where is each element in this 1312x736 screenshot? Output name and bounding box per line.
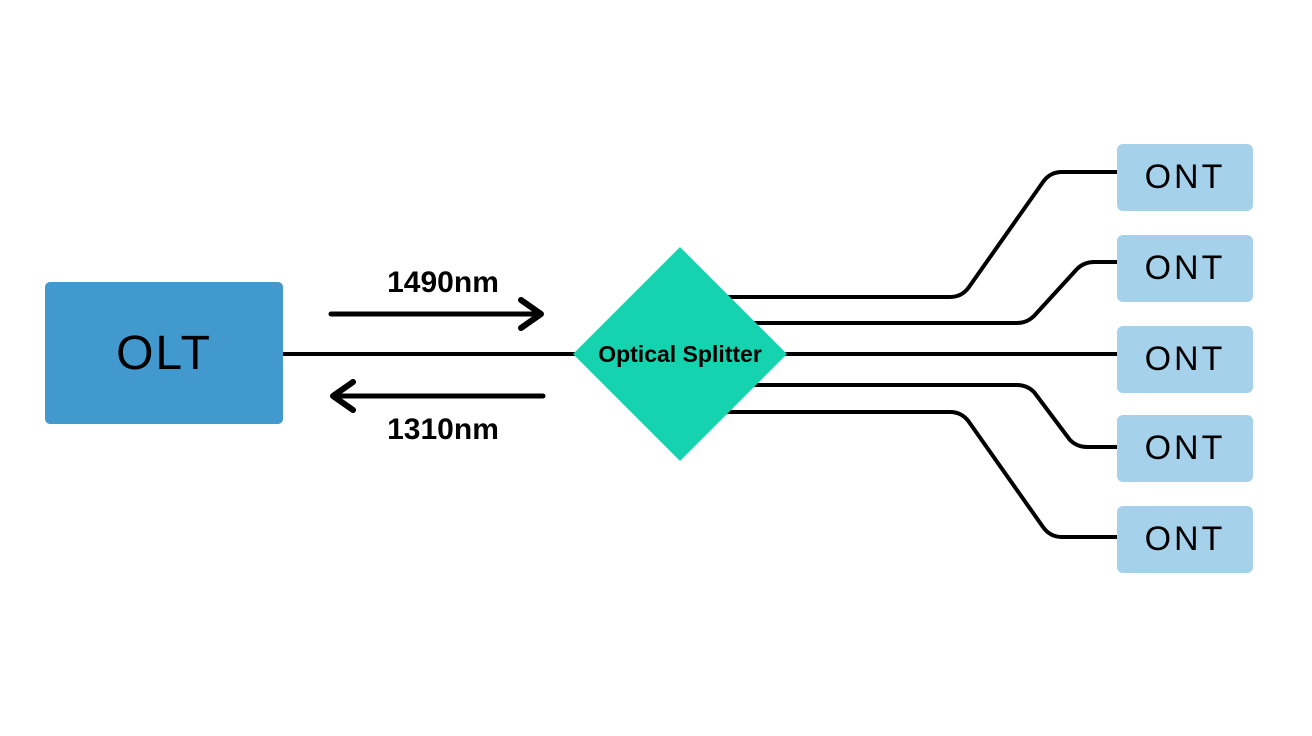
ont-node-2: ONT — [1117, 235, 1253, 302]
connector-line-ont-1 — [678, 170, 1119, 299]
ont-node-3: ONT — [1117, 326, 1253, 393]
ont-node-1: ONT — [1117, 144, 1253, 211]
optical-splitter-label: Optical Splitter — [598, 340, 762, 367]
ont-node-4: ONT — [1117, 415, 1253, 482]
downstream-arrow-head-icon — [518, 297, 544, 331]
connector-line-ont-2 — [688, 260, 1119, 325]
olt-node: OLT — [45, 282, 283, 424]
connector-line-ont-4 — [688, 383, 1119, 449]
upstream-arrow-head-icon — [330, 379, 356, 413]
downstream-wavelength-label: 1490nm — [387, 266, 499, 299]
connector-line-ont-5 — [678, 410, 1119, 539]
ont-node-5: ONT — [1117, 506, 1253, 573]
optical-splitter-diamond — [573, 247, 787, 461]
upstream-wavelength-label: 1310nm — [387, 413, 499, 446]
